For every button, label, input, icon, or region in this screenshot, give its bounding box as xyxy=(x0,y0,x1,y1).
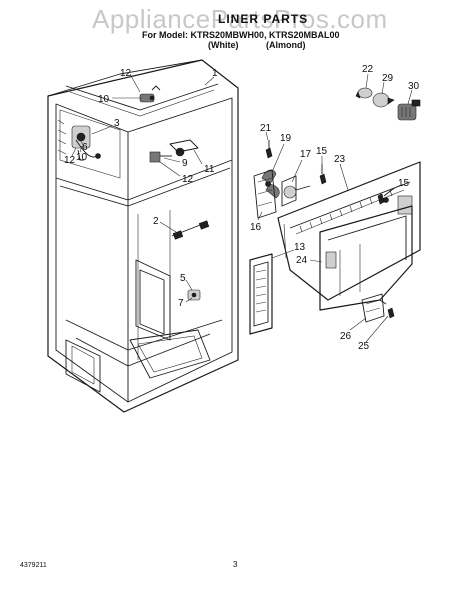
liner-cabinet xyxy=(47,59,239,413)
page-number: 3 xyxy=(233,560,238,569)
svg-text:3: 3 xyxy=(114,118,120,129)
svg-text:10: 10 xyxy=(76,152,88,163)
diagram-title: LINER PARTS xyxy=(218,12,309,26)
light-socket-assembly-10 xyxy=(139,85,161,103)
svg-text:15: 15 xyxy=(398,178,410,189)
callout-15-top: 15 xyxy=(316,146,328,164)
svg-text:7: 7 xyxy=(178,298,184,309)
shelf-support-2 xyxy=(171,220,210,240)
svg-text:17: 17 xyxy=(300,149,312,160)
callout-15-right: 15 xyxy=(391,178,410,191)
callout-1: 1 xyxy=(204,68,218,86)
color-white-label: (White) xyxy=(208,40,239,50)
callout-3: 3 xyxy=(91,118,120,135)
wire-harness-6 xyxy=(75,139,101,159)
svg-text:29: 29 xyxy=(382,73,394,84)
callout-23: 23 xyxy=(334,154,349,191)
callout-10-top: 10 xyxy=(98,94,142,105)
callouts: 1 12 10 3 6 12 xyxy=(64,64,420,352)
callout-9: 9 xyxy=(163,157,188,169)
callout-25: 25 xyxy=(358,315,389,352)
svg-text:10: 10 xyxy=(98,94,110,105)
damper-control-3 xyxy=(71,125,91,161)
screw-21 xyxy=(265,140,273,159)
drain-trough-5 xyxy=(187,289,201,301)
callout-21: 21 xyxy=(260,123,272,141)
light-bulb-22 xyxy=(355,87,373,99)
svg-text:24: 24 xyxy=(296,255,308,266)
document-number: 4379211 xyxy=(20,562,47,569)
svg-text:12: 12 xyxy=(120,68,132,79)
svg-text:11: 11 xyxy=(204,164,215,175)
callout-12-left: 12 xyxy=(64,147,77,166)
svg-text:1: 1 xyxy=(212,68,218,79)
svg-text:12: 12 xyxy=(182,174,194,185)
cold-control-9 xyxy=(149,147,185,163)
svg-text:19: 19 xyxy=(280,133,292,144)
bracket-26 xyxy=(361,293,385,323)
evaporator-fan-motor-17 xyxy=(281,175,311,207)
callout-10-left: 10 xyxy=(76,145,88,163)
svg-text:6: 6 xyxy=(82,142,88,153)
callout-29: 29 xyxy=(381,73,394,95)
svg-text:2: 2 xyxy=(153,216,159,227)
color-almond-label: (Almond) xyxy=(266,40,306,50)
fan-blade-19 xyxy=(261,169,280,199)
svg-text:16: 16 xyxy=(250,222,262,233)
callout-19: 19 xyxy=(271,133,292,173)
callout-22: 22 xyxy=(362,64,374,89)
svg-text:5: 5 xyxy=(180,273,186,284)
screw-25 xyxy=(387,307,395,319)
callout-24: 24 xyxy=(296,255,323,266)
callout-17: 17 xyxy=(291,149,312,183)
rear-panel-24 xyxy=(319,205,413,311)
svg-text:23: 23 xyxy=(334,154,346,165)
svg-text:12: 12 xyxy=(64,155,76,166)
callout-2: 2 xyxy=(153,216,177,233)
callout-12-top: 12 xyxy=(120,68,141,93)
screw-15b xyxy=(377,187,395,205)
svg-text:21: 21 xyxy=(260,123,272,134)
svg-text:25: 25 xyxy=(358,341,370,352)
model-numbers: For Model: KTRS20MBWH00, KTRS20MBAL00 xyxy=(142,30,340,40)
callout-11: 11 xyxy=(193,149,215,175)
callout-5: 5 xyxy=(180,273,193,291)
svg-text:26: 26 xyxy=(340,331,352,342)
svg-text:13: 13 xyxy=(294,242,306,253)
screw-15a xyxy=(319,164,327,185)
svg-text:30: 30 xyxy=(408,81,420,92)
shelf-trim-13 xyxy=(249,253,273,335)
callout-16: 16 xyxy=(250,211,263,233)
callout-6: 6 xyxy=(79,139,88,153)
svg-text:9: 9 xyxy=(182,158,188,169)
callout-13: 13 xyxy=(271,242,306,259)
callout-12-mid: 12 xyxy=(159,161,194,185)
callout-7: 7 xyxy=(178,297,193,309)
light-shield-11 xyxy=(169,139,199,153)
motor-bracket-16 xyxy=(253,169,277,219)
callout-30: 30 xyxy=(407,81,420,105)
callout-26: 26 xyxy=(340,317,367,342)
svg-text:22: 22 xyxy=(362,64,374,75)
watermark: AppliancePartsPros.com xyxy=(92,4,388,34)
light-socket-29 xyxy=(372,92,395,108)
svg-text:15: 15 xyxy=(316,146,328,157)
light-cover-30 xyxy=(397,99,421,121)
